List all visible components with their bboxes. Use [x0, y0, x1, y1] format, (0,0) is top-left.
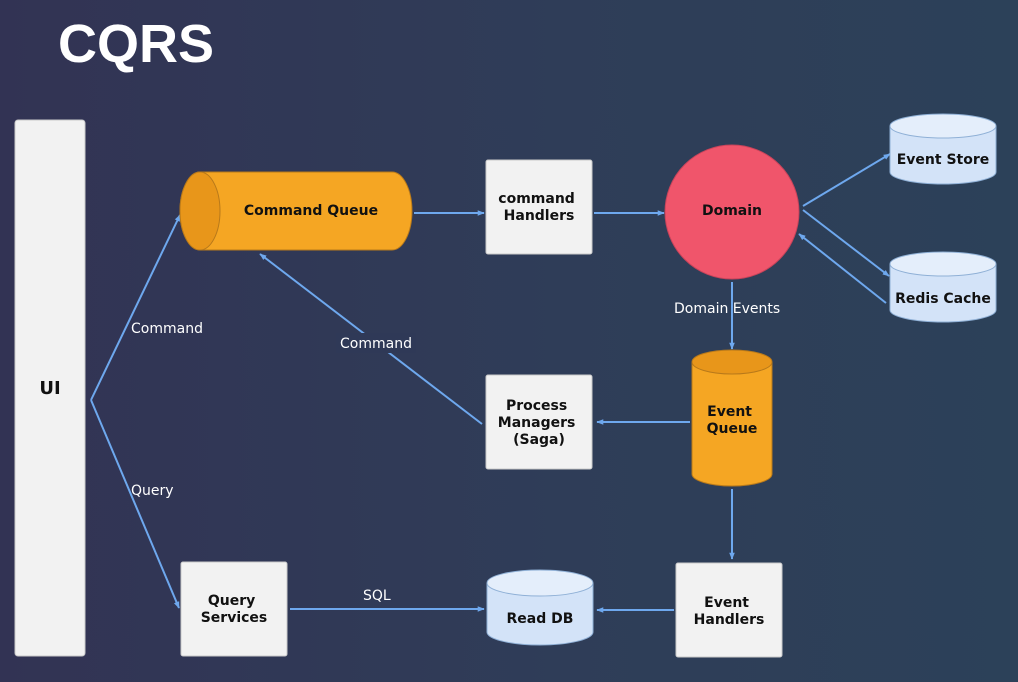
- edge-label-ui-command: Command: [131, 321, 203, 337]
- redis-cache-body: [889, 264, 997, 323]
- command-handlers-label-line1: command: [498, 191, 575, 207]
- redis-cache: Redis Cache: [889, 251, 997, 323]
- event-handlers-label-line1: Event: [704, 595, 749, 611]
- command-queue: Command Queue: [179, 171, 413, 251]
- edge-label-ui-query: Query: [131, 483, 174, 499]
- edge-label-saga-command: Command: [340, 336, 412, 352]
- event-store: Event Store: [889, 113, 997, 185]
- process-managers-shape: [485, 374, 593, 470]
- edge-redis-cache-to-domain: [798, 233, 887, 304]
- event-handlers: Event Handlers: [675, 562, 783, 658]
- process-managers-label: Process Managers (Saga): [498, 398, 580, 448]
- process-managers-label-line1: Process: [506, 398, 567, 414]
- event-queue-top: [691, 349, 773, 375]
- ui-block-shape: [14, 119, 86, 657]
- read-db: Read DB: [486, 569, 594, 646]
- event-store-top: [889, 113, 997, 139]
- command-queue-label: Command Queue: [244, 203, 378, 219]
- event-queue-label-line1: Event: [707, 404, 752, 420]
- event-queue: Event Queue: [691, 349, 773, 487]
- event-queue-label: Event Queue: [707, 404, 758, 437]
- edge-domain-to-event-store: [802, 153, 891, 207]
- command-handlers-shape: [485, 159, 593, 255]
- redis-cache-top: [889, 251, 997, 277]
- edge-ui-to-command-queue: [90, 214, 181, 401]
- process-managers-label-line3: (Saga): [513, 432, 565, 448]
- query-services-label: Query Services: [201, 593, 268, 626]
- ui-block: UI: [14, 119, 86, 657]
- query-services: Query Services: [180, 561, 288, 657]
- command-handlers: command Handlers: [485, 159, 593, 255]
- read-db-body: [486, 583, 594, 646]
- edge-label-domain-events: Domain Events: [674, 301, 780, 317]
- edge-label-sql: SQL: [363, 588, 391, 604]
- read-db-top: [486, 569, 594, 597]
- read-db-label: Read DB: [507, 611, 574, 627]
- ui-block-label: UI: [39, 378, 60, 399]
- query-services-label-line1: Query: [208, 593, 255, 609]
- event-queue-label-line2: Queue: [707, 421, 758, 437]
- event-handlers-label: Event Handlers: [694, 595, 765, 628]
- domain-label: Domain: [702, 203, 762, 219]
- edge-label-saga-command-bg: [336, 333, 416, 353]
- query-services-label-line2: Services: [201, 610, 268, 626]
- command-handlers-label-line2: Handlers: [504, 208, 575, 224]
- page-title: CQRS: [58, 14, 214, 74]
- event-queue-body: [691, 362, 773, 487]
- process-managers-label-line2: Managers: [498, 415, 576, 431]
- domain-shape: [664, 144, 800, 280]
- event-handlers-shape: [675, 562, 783, 658]
- domain: Domain: [664, 144, 800, 280]
- process-managers: Process Managers (Saga): [485, 374, 593, 470]
- event-handlers-label-line2: Handlers: [694, 612, 765, 628]
- command-queue-end: [179, 171, 221, 251]
- edges: [90, 153, 891, 613]
- edge-ui-to-query-services: [90, 399, 180, 609]
- redis-cache-label: Redis Cache: [895, 291, 991, 307]
- event-store-label: Event Store: [897, 152, 990, 168]
- query-services-shape: [180, 561, 288, 657]
- edge-domain-to-redis-cache: [802, 209, 890, 277]
- event-store-body: [889, 126, 997, 185]
- command-handlers-label: command Handlers: [498, 191, 579, 224]
